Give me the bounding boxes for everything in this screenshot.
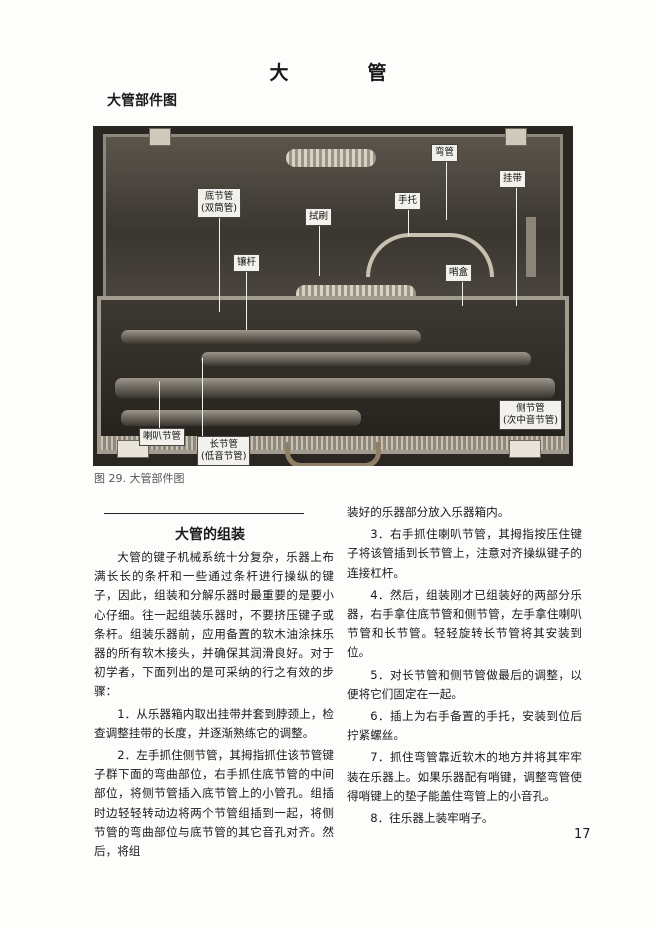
paragraph: 2．左手抓住侧节管，其拇指抓住该节管键子群下面的弯曲部位，右手抓住底节管的中间部… [94,748,334,859]
label-bell: 喇叭节管 [139,428,186,446]
paragraph: 装好的乐器部分放入乐器箱内。 [347,505,510,519]
leader-line [319,224,320,276]
hinge-left [149,128,171,146]
leader-line [202,358,203,436]
section-rule [104,513,304,514]
figure-heading: 大管部件图 [107,93,177,109]
label-bell-joint: 底节管(双筒管) [197,188,241,218]
paragraph: 1．从乐器箱内取出挂带并套到脖颈上，检查调整挂带的长度，并逐渐熟练它的调整。 [94,706,334,740]
bocal-shape [366,233,494,277]
leader-line [446,160,447,220]
paragraph: 5．对长节管和侧节管做最后的调整，以便将它们固定在一起。 [347,667,582,701]
case-handle [285,442,381,466]
label-bocal: 弯管 [431,144,459,162]
hinge-right [505,128,527,146]
swab-brush [286,149,376,167]
leader-line [219,216,220,312]
latch-right [509,440,541,458]
paragraph: 6．插上为右手备置的手托，安装到位后拧紧螺丝。 [347,709,582,743]
tube-3 [115,378,555,398]
strap-shape [526,217,536,277]
paragraph: 3．右手抓住喇叭节管，其拇指按压住键子将该管插到长节管上，注意对齐操纵键子的连接… [347,527,582,580]
label-long-joint: 长节管(低音节管) [197,436,251,466]
label-tenor-joint: 侧节管(次中音节管) [499,400,562,430]
paragraph: 8．往乐器上装牢哨子。 [370,811,494,826]
label-cleaning-rod: 镶杆 [233,254,261,272]
page-number: 17 [574,827,591,842]
label-strap: 挂带 [499,170,527,188]
leader-line [159,381,160,429]
paragraph: 大管的键子机械系统十分复杂，乐器上布满长长的条杆和一些通过条杆进行操纵的键子，因… [94,550,334,699]
left-column: 大管的键子机械系统十分复杂，乐器上布满长长的条杆和一些通过条杆进行操纵的键子，因… [94,548,334,864]
section-heading: 大管的组装 [175,527,245,543]
tube-1 [121,330,421,344]
tube-2 [201,352,531,366]
figure-caption: 图 29. 大管部件图 [94,472,185,485]
label-hand-rest: 手托 [394,192,422,210]
leader-line [462,274,463,306]
paragraph: 7．抓住弯管靠近软木的地方并将其牢牢装在乐器上。如果乐器配有哨键，调整弯管使得哨… [347,750,582,803]
label-swab: 拭刷 [305,208,333,226]
bassoon-case-photo: 底节管(双筒管) 拭刷 弯管 手托 挂带 镶杆 哨盒 侧节管(次中音节管) 喇叭… [93,126,573,466]
right-column: 装好的乐器部分放入乐器箱内。 3．右手抓住喇叭节管，其拇指按压住键子将该管插到长… [347,503,582,831]
label-reed-case: 哨盒 [445,264,473,282]
paragraph: 4．然后，组装刚才已组装好的两部分乐器，右手拿住底节管和侧节管，左手拿住喇叭节管… [347,587,582,660]
tube-4 [121,410,361,426]
leader-line [516,186,517,306]
leader-line [408,208,409,236]
case-lid [103,134,563,303]
leader-line [246,270,247,330]
page-title: 大 管 [269,62,417,84]
